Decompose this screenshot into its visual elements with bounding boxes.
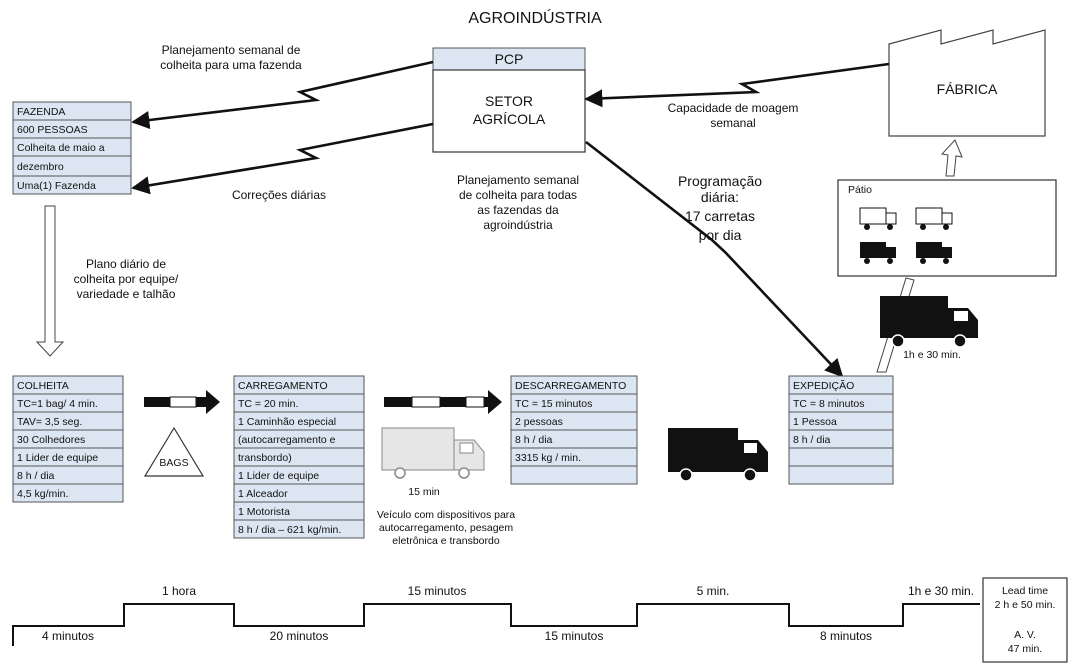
truck-icon	[860, 242, 896, 264]
carregamento-row: 1 Lider de equipe	[238, 470, 319, 482]
timeline-lower-label: 15 minutos	[545, 629, 604, 643]
pcp-line2: AGRÍCOLA	[473, 111, 546, 127]
carregamento-row: 1 Caminhão especial	[238, 416, 336, 428]
fazenda-row: 600 PESSOAS	[17, 124, 88, 136]
patio-box: Pátio	[837, 179, 1057, 277]
expedicao-row: TC = 8 minutos	[793, 398, 865, 410]
push-arrow-striped	[384, 390, 502, 414]
pcp-box: PCP SETOR AGRÍCOLA	[432, 47, 586, 153]
fazenda-header: FAZENDA	[17, 106, 65, 118]
push-arrow-down	[35, 205, 65, 357]
note-plan-fazenda-1: Planejamento semanal de	[162, 43, 301, 57]
note-veiculo-3: eletrônica e transbordo	[392, 535, 500, 547]
colheita-row: TAV= 3,5 seg.	[17, 416, 82, 428]
push-arrow-up	[941, 139, 963, 177]
truck-icon	[859, 207, 897, 230]
timeline-upper-label: 5 min.	[697, 584, 730, 598]
expedicao-table: EXPEDIÇÃO TC = 8 minutos 1 Pessoa 8 h / …	[788, 375, 894, 485]
carregamento-row: 1 Motorista	[238, 506, 290, 518]
timeline-lower-label: 8 minutos	[820, 629, 872, 643]
note-plano-diario-3: variedade e talhão	[77, 287, 176, 301]
timeline-lower-label: 20 minutos	[270, 629, 329, 643]
timeline-upper-label: 1h e 30 min.	[908, 584, 974, 598]
note-correcoes: Correções diárias	[232, 188, 326, 202]
lead-time-box: Lead time 2 h e 50 min. A. V. 47 min.	[982, 577, 1068, 663]
info-arrow-pcp-to-fazenda-daily	[131, 122, 434, 195]
descarregamento-row: TC = 15 minutos	[515, 398, 592, 410]
note-plan-todas-3: as fazendas da	[477, 203, 559, 217]
fazenda-row: Uma(1) Fazenda	[17, 180, 96, 192]
descarregamento-row: 2 pessoas	[515, 416, 563, 428]
info-arrow-pcp-to-expedicao	[585, 140, 844, 378]
truck-icon	[668, 428, 768, 482]
info-arrow-fabrica-to-pcp	[584, 62, 890, 108]
timeline-upper-label: 15 minutos	[408, 584, 467, 598]
colheita-row: 1 Lider de equipe	[17, 452, 98, 464]
pcp-header: PCP	[495, 51, 524, 67]
fazenda-row: dezembro	[17, 161, 64, 173]
colheita-table: COLHEITA TC=1 bag/ 4 min. TAV= 3,5 seg. …	[12, 375, 124, 503]
fazenda-row: Colheita de maio a	[17, 142, 105, 154]
carregamento-row: 8 h / dia – 621 kg/min.	[238, 524, 341, 536]
info-arrow-pcp-to-fazenda-weekly	[131, 60, 434, 130]
diagram-title: AGROINDÚSTRIA	[468, 8, 602, 27]
descarregamento-header: DESCARREGAMENTO	[515, 380, 626, 392]
inventory-label: BAGS	[159, 457, 188, 469]
note-veiculo-2: autocarregamento, pesagem	[379, 522, 514, 534]
fazenda-table: FAZENDA 600 PESSOAS Colheita de maio a d…	[12, 101, 132, 195]
descarregamento-row: 8 h / dia	[515, 434, 553, 446]
lead-time-value: 2 h e 50 min.	[995, 599, 1056, 611]
timeline	[12, 603, 980, 646]
expedicao-row: 1 Pessoa	[793, 416, 837, 428]
colheita-row: 30 Colhedores	[17, 434, 85, 446]
note-plano-diario-2: colheita por equipe/	[74, 272, 179, 286]
colheita-row: 8 h / dia	[17, 470, 55, 482]
timeline-lower-label: 4 minutos	[42, 629, 94, 643]
expedicao-row: 8 h / dia	[793, 434, 831, 446]
note-plan-todas-1: Planejamento semanal	[457, 173, 579, 187]
descarregamento-table: DESCARREGAMENTO TC = 15 minutos 2 pessoa…	[510, 375, 638, 485]
carregamento-row: transbordo)	[238, 452, 292, 464]
truck-icon	[880, 296, 978, 348]
carregamento-row: 1 Alceador	[238, 488, 288, 500]
patio-label: Pátio	[848, 184, 872, 196]
colheita-row: TC=1 bag/ 4 min.	[17, 398, 98, 410]
colheita-header: COLHEITA	[17, 380, 69, 392]
note-veiculo-1: Veículo com dispositivos para	[377, 509, 515, 521]
note-plano-diario-1: Plano diário de	[86, 257, 166, 271]
truck-icon	[916, 242, 952, 264]
av-value: 47 min.	[1008, 643, 1042, 655]
note-programacao-3: 17 carretas	[685, 208, 755, 224]
note-plan-todas-2: de colheita para todas	[459, 188, 577, 202]
descarregamento-row: 3315 kg / min.	[515, 452, 581, 464]
note-programacao-1: Programação	[678, 173, 762, 189]
note-capacidade-1: Capacidade de moagem	[668, 101, 799, 115]
av-label: A. V.	[1014, 629, 1036, 641]
timeline-upper-label: 1 hora	[162, 584, 196, 598]
note-plan-fazenda-2: colheita para uma fazenda	[160, 58, 302, 72]
push-arrow-striped	[144, 390, 220, 414]
note-programacao-2: diária:	[701, 189, 739, 205]
carregamento-table: CARREGAMENTO TC = 20 min. 1 Caminhão esp…	[233, 375, 365, 539]
note-capacidade-2: semanal	[710, 116, 755, 130]
inventory-triangle: BAGS	[143, 426, 205, 477]
carregamento-row: TC = 20 min.	[238, 398, 298, 410]
truck-icon	[915, 207, 953, 230]
truck-time: 1h e 30 min.	[903, 349, 961, 361]
vehicle-time: 15 min	[408, 486, 440, 498]
expedicao-header: EXPEDIÇÃO	[793, 379, 854, 392]
note-plan-todas-4: agroindústria	[483, 218, 553, 232]
carregamento-header: CARREGAMENTO	[238, 380, 328, 392]
factory-label: FÁBRICA	[937, 81, 998, 97]
lead-time-label: Lead time	[1002, 585, 1048, 597]
carregamento-row: (autocarregamento e	[238, 434, 336, 446]
note-programacao-4: por dia	[699, 227, 742, 243]
colheita-row: 4,5 kg/min.	[17, 488, 68, 500]
truck-icon	[381, 427, 485, 479]
factory-icon: FÁBRICA	[888, 29, 1046, 137]
pcp-line1: SETOR	[485, 93, 533, 109]
